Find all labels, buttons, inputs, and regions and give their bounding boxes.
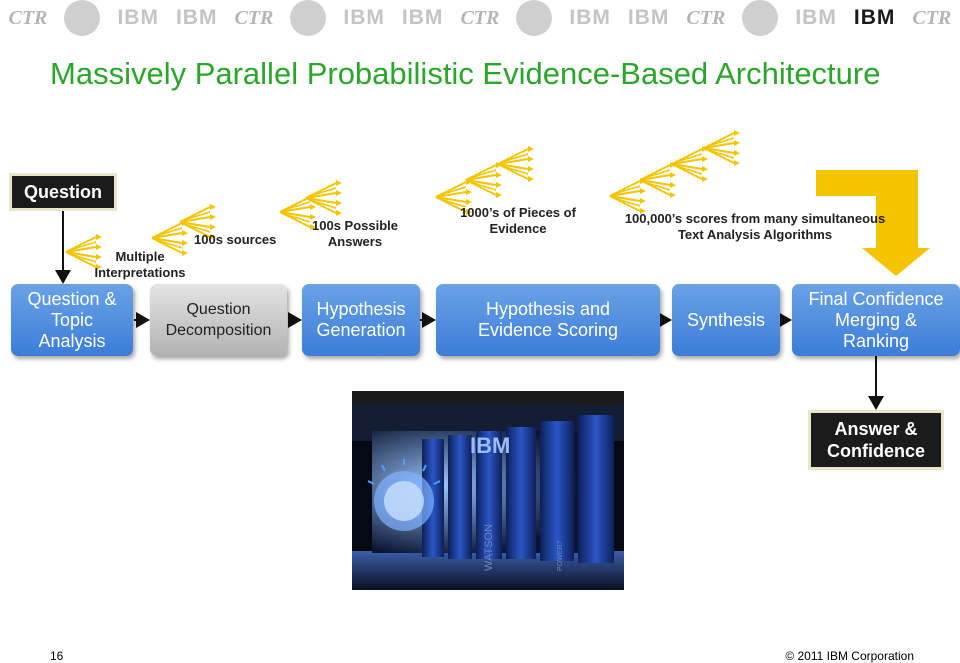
business-machines-seal-icon [64, 0, 101, 36]
stage-final-confidence-merging-ranking: Final Confidence Merging & Ranking [792, 284, 960, 356]
watson-photo: IBM WATSON POWER7 [352, 391, 624, 590]
ctr-logo: CTR [686, 6, 726, 29]
ctr-logo: CTR [8, 6, 48, 29]
business-machines-seal-icon [516, 0, 553, 36]
ibm-logo-dark: IBM [853, 6, 896, 29]
ibm-logo: IBM [795, 6, 837, 29]
stage-hypothesis-generation: Hypothesis Generation [302, 284, 420, 356]
question-box: Question [9, 173, 117, 211]
slide-number: 16 [50, 649, 64, 663]
ctr-logo: CTR [234, 6, 274, 29]
stage-question-topic-analysis: Question & Topic Analysis [11, 284, 133, 356]
stage-hypothesis-evidence-scoring: Hypothesis and Evidence Scoring [436, 284, 660, 356]
stage-question-decomposition: Question Decomposition [150, 284, 287, 356]
business-machines-seal-icon [290, 0, 327, 36]
watson-brand-text: IBM [470, 433, 510, 458]
label-interpretations: Multiple Interpretations [94, 249, 186, 280]
merge-arrow [816, 170, 930, 276]
ibm-logo: IBM [117, 6, 159, 29]
ibm-logo: IBM [627, 6, 670, 29]
watson-side-text: WATSON [483, 524, 495, 571]
page-title: Massively Parallel Probabilistic Evidenc… [50, 56, 881, 91]
stage-synthesis: Synthesis [672, 284, 780, 356]
ctr-logo: CTR [460, 6, 500, 29]
ibm-logo: IBM [401, 6, 444, 29]
label-answers: 100s Possible Answers [312, 218, 398, 249]
watson-panel-text: POWER7 [557, 541, 564, 571]
copyright-text: © 2011 IBM Corporation [785, 649, 914, 663]
answer-confidence-box: Answer & Confidence [808, 410, 944, 470]
business-machines-seal-icon [742, 0, 779, 36]
logo-banner: CTR IBM IBM CTR IBM IBM CTR IBM IBM CTR … [0, 0, 960, 36]
label-scores: 100,000’s scores from many simultaneous … [624, 211, 886, 242]
ibm-logo: IBM [343, 6, 385, 29]
ibm-logo: IBM [569, 6, 611, 29]
label-sources: 100s sources [194, 232, 277, 247]
ibm-logo: IBM [175, 6, 218, 29]
ctr-logo: CTR [912, 6, 952, 29]
label-evidence: 1000’s of Pieces of Evidence [460, 205, 576, 236]
